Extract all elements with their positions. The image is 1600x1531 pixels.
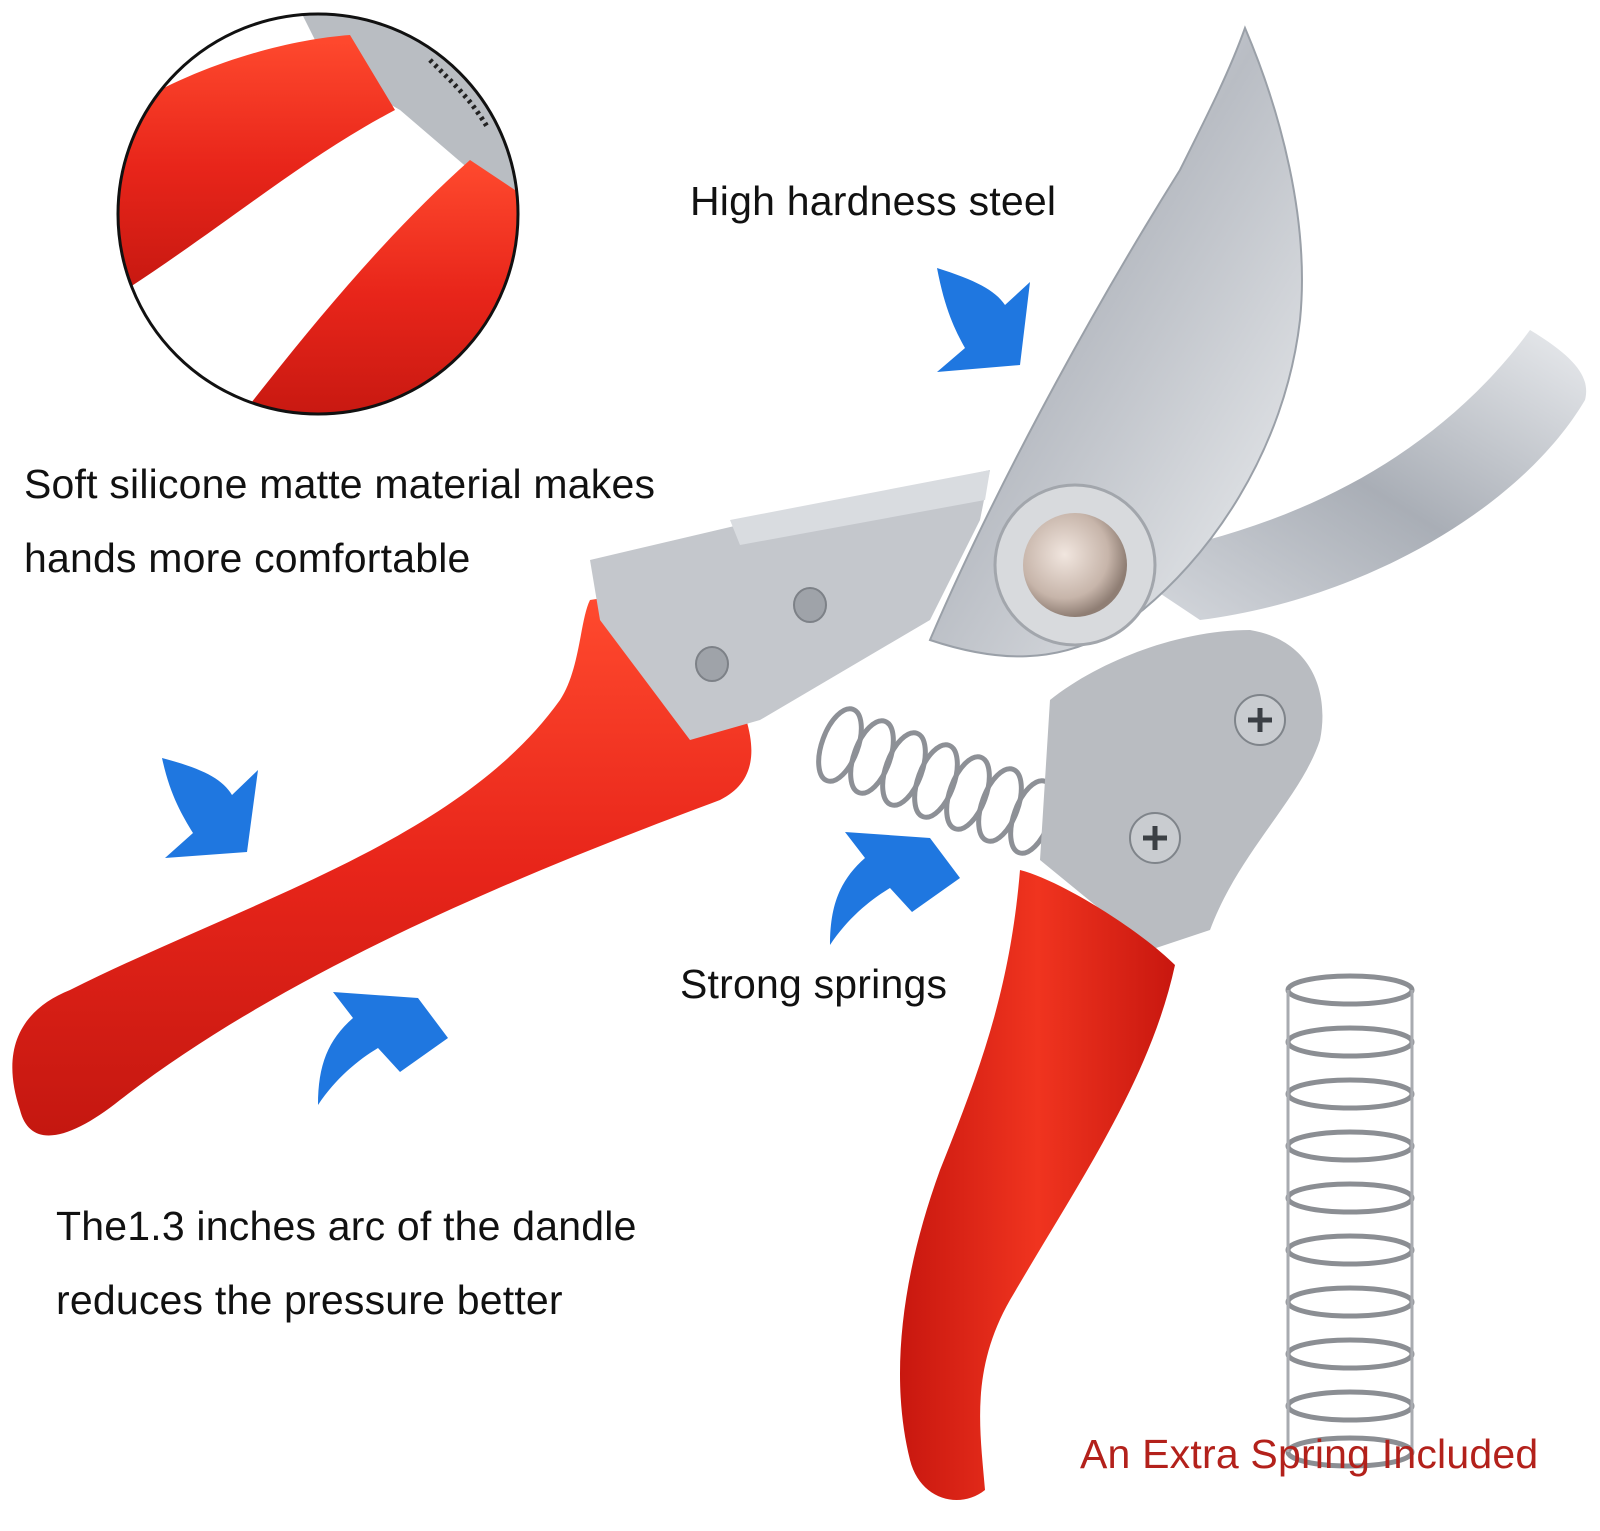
- arc-label: The1.3 inches arc of the dandle reduces …: [56, 1190, 637, 1338]
- spring: [1285, 973, 1415, 1469]
- arrow-icon: [830, 832, 960, 945]
- arc-line-1: The1.3 inches arc of the dandle: [56, 1203, 637, 1249]
- springs-label: Strong springs: [680, 948, 947, 1022]
- extra-spring-label: An Extra Spring Included: [1080, 1418, 1538, 1492]
- soft-line-1: Soft silicone matte material makes: [24, 461, 656, 507]
- arc-line-2: reduces the pressure better: [56, 1276, 563, 1323]
- pruning-shears: [12, 25, 1587, 1500]
- arrow-icon: [162, 758, 258, 858]
- extra-text: An Extra Spring Included: [1080, 1431, 1539, 1477]
- soft-line-2: hands more comfortable: [24, 534, 471, 581]
- zoom-circle: [116, 12, 520, 416]
- steel-text: High hardness steel: [690, 178, 1057, 224]
- arrow-icon: [318, 992, 448, 1105]
- steel-label: High hardness steel: [690, 165, 1056, 239]
- soft-material-label: Soft silicone matte material makes hands…: [24, 448, 655, 596]
- springs-text: Strong springs: [680, 961, 948, 1007]
- arrow-icon: [937, 268, 1030, 372]
